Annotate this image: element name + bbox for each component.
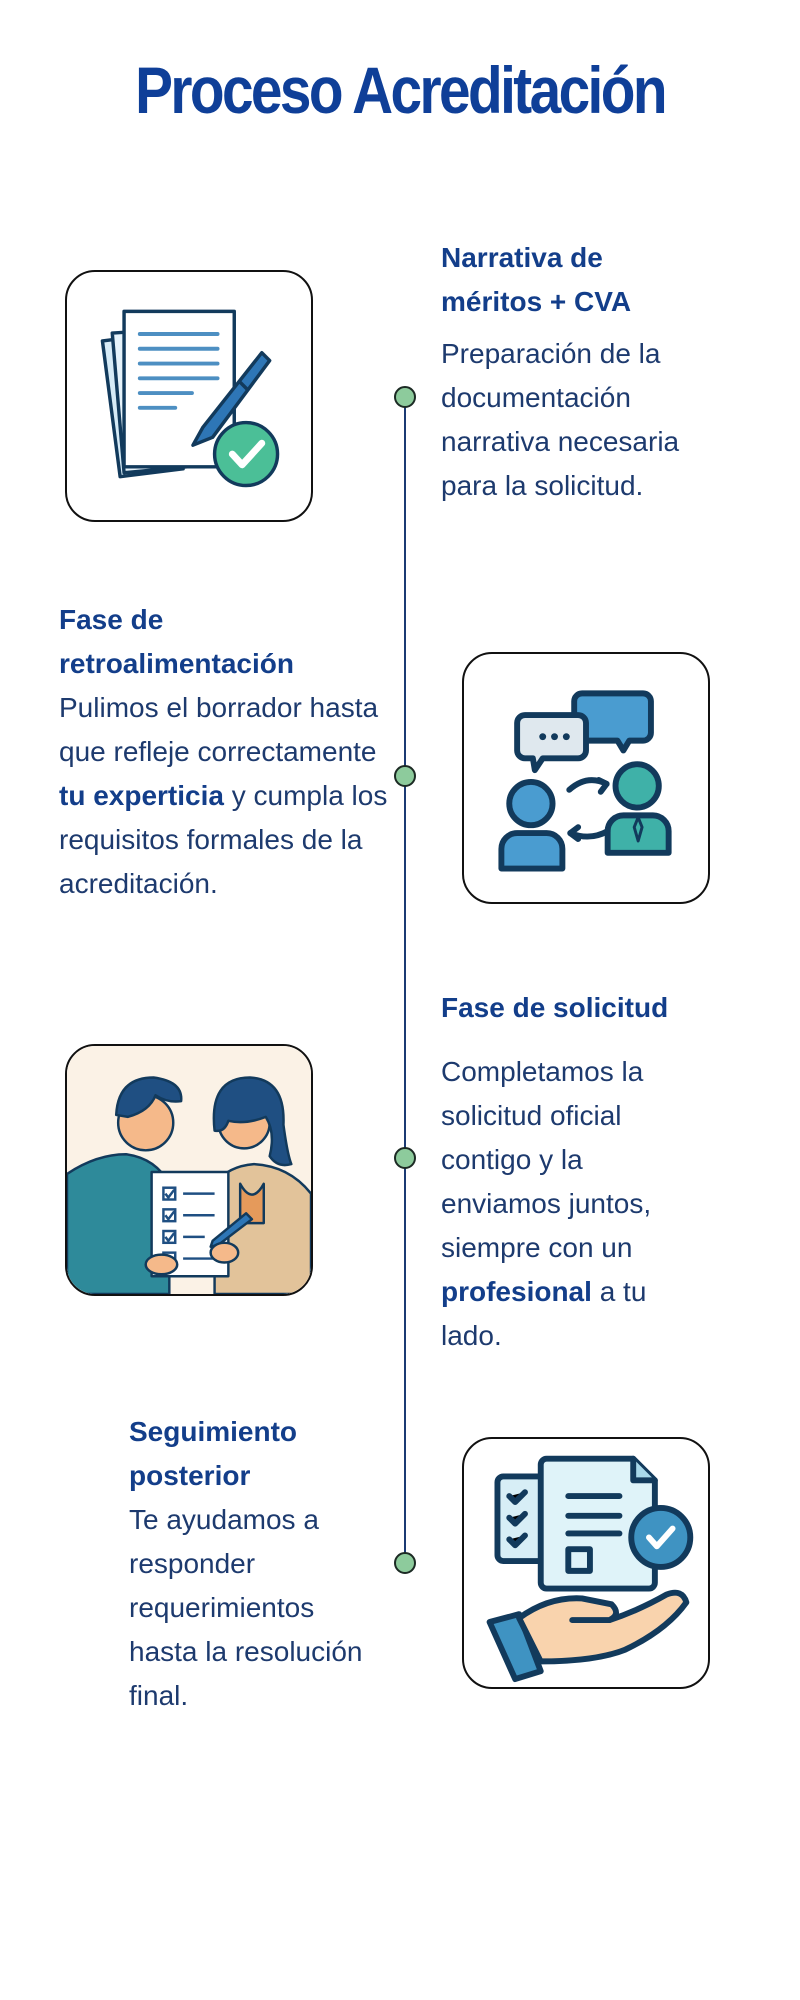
timeline-dot-1 [394,386,416,408]
two-people-checklist-illustration [65,1044,313,1296]
step-3-text-before: Completamos la solicitud oficial contigo… [441,1056,652,1263]
step-3-text: Fase de solicitud Completamos la solicit… [441,986,741,1358]
step-2-text-after: y cumpla los requisitos formales de la a… [59,780,388,899]
hand-document-check-icon [486,1455,694,1683]
step-1-heading-line1: Narrativa de [441,242,603,273]
step-2-heading: Fase de retroalimentación [59,598,399,686]
hand-document-check-illustration [462,1437,710,1689]
step-1-heading: Narrativa de méritos + CVA [441,236,741,324]
step-4-heading: Seguimiento posterior [129,1410,389,1498]
document-pen-check-icon [100,309,280,488]
timeline-line [404,397,406,1563]
step-2-heading-line2: retroalimentación [59,648,294,679]
step-4-description: Te ayudamos a responder requerimientos h… [129,1504,363,1711]
step-3-description: Completamos la solicitud oficial contigo… [441,1050,691,1358]
step-2-text: Fase de retroalimentación Pulimos el bor… [59,598,399,906]
timeline-dot-2 [394,765,416,787]
document-pen-check-illustration [65,270,313,522]
step-3-text-after: a tu lado. [441,1276,647,1351]
step-4-heading-line1: Seguimiento [129,1416,298,1447]
step-2-text-before: Pulimos el borrador hasta que refleje co… [59,692,379,767]
page-title: Proceso Acreditación [135,53,667,127]
step-4-text: Seguimiento posterior Te ayudamos a resp… [129,1410,389,1718]
step-1-heading-line2: méritos + CVA [441,286,632,317]
step-4-heading-line2: posterior [129,1460,251,1491]
step-3-text-bold: profesional [441,1276,592,1307]
two-people-checklist-icon [67,1046,311,1294]
step-3-heading: Fase de solicitud [441,992,669,1023]
timeline-dot-4 [394,1552,416,1574]
step-1-description: Preparación de la documentación narrativ… [441,338,680,501]
step-2-description: Pulimos el borrador hasta que refleje co… [59,686,394,906]
timeline-dot-3 [394,1147,416,1169]
conversation-feedback-illustration [462,652,710,904]
step-1-text: Narrativa de méritos + CVA Preparación d… [441,236,741,508]
step-2-heading-line1: Fase de [59,604,164,635]
step-2-text-bold: tu experticia [59,780,224,811]
conversation-feedback-icon [498,690,672,872]
